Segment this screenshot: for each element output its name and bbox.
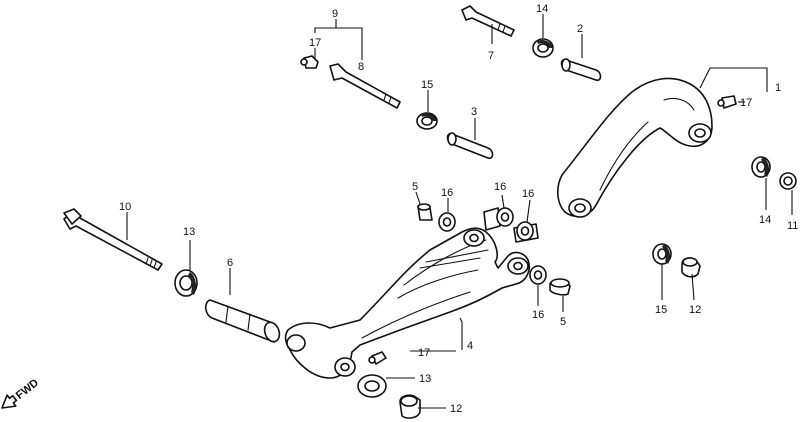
callout-4: 4	[467, 340, 473, 352]
callout-16-c: 16	[522, 188, 534, 200]
upper-link-arm	[557, 77, 713, 218]
grease-fitting-top	[300, 55, 319, 69]
pivot-sleeve	[204, 299, 281, 343]
callout-7: 7	[488, 50, 494, 62]
callout-labels: 1 2 3 4 5 5 6 7 8 9 10 11 12 12 13 13 14…	[119, 3, 798, 415]
callout-14-top: 14	[536, 3, 548, 15]
washer-16-b	[483, 207, 514, 231]
callout-10: 10	[119, 201, 131, 213]
callout-13-lower: 13	[419, 373, 431, 385]
callout-5-left: 5	[412, 181, 418, 193]
forward-arrow-icon	[1, 394, 18, 409]
collar-right	[681, 257, 701, 278]
washer-16-a	[438, 212, 456, 232]
callout-14-right: 14	[759, 214, 771, 226]
bolt-8	[329, 63, 401, 109]
callout-8: 8	[358, 61, 364, 73]
forward-label: FWD	[14, 377, 41, 402]
seal-right-upper	[751, 156, 771, 178]
pivot-bolt-long	[63, 208, 163, 271]
callout-2: 2	[577, 23, 583, 35]
callout-15-right: 15	[655, 304, 667, 316]
seal-upper	[416, 112, 438, 130]
dust-seal-upper	[174, 269, 198, 297]
leader-lines	[126, 14, 793, 409]
callout-17-right: 17	[740, 97, 752, 109]
callout-16-b: 16	[494, 181, 506, 193]
bushing-5-left	[417, 203, 433, 221]
callout-3: 3	[471, 106, 477, 118]
callout-6: 6	[227, 257, 233, 269]
callout-1: 1	[775, 82, 781, 94]
callout-12-lower: 12	[450, 403, 462, 415]
bolt-7	[461, 5, 515, 37]
collar-lower	[399, 394, 421, 419]
seal-top	[532, 38, 554, 58]
seal-right	[652, 243, 672, 265]
callout-9: 9	[332, 8, 338, 20]
grease-fitting-right	[717, 95, 737, 109]
callout-16-d: 16	[532, 309, 544, 321]
washer-16-c	[513, 221, 539, 243]
bushing-2	[560, 58, 602, 82]
callout-17-top: 17	[309, 37, 321, 49]
washer-16-d	[529, 265, 547, 285]
collar-small	[779, 172, 797, 190]
grease-fitting-lower	[368, 351, 387, 365]
callout-12-right: 12	[689, 304, 701, 316]
callout-11: 11	[787, 220, 798, 232]
callout-16-a: 16	[441, 187, 453, 199]
callout-13-upper: 13	[183, 226, 195, 238]
callout-17-lower: 17	[418, 347, 430, 359]
dust-seal-lower	[357, 374, 387, 398]
swing-arm-frame	[284, 227, 531, 379]
bushing-3	[446, 132, 494, 160]
bushing-5-right	[549, 278, 571, 296]
callout-15-upper: 15	[421, 79, 433, 91]
forward-direction-indicator: FWD	[1, 377, 41, 409]
callout-5-right: 5	[560, 316, 566, 328]
